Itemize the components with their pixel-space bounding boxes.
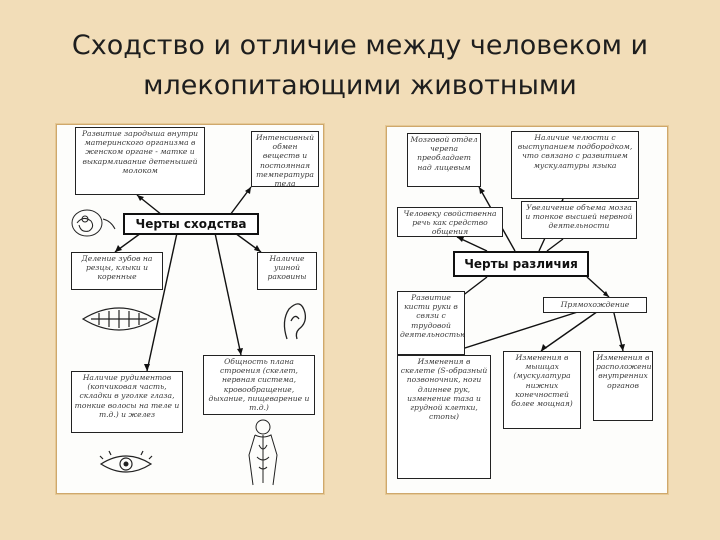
- box-internal-organs: Изменения в расположении внутренних орга…: [593, 351, 653, 421]
- box-skeleton-changes: Изменения в скелете (S-образный позвоноч…: [397, 355, 491, 479]
- slide-title: Сходство и отличие между человеком и мле…: [0, 26, 720, 106]
- box-structure: Общность плана строения (скелет, нервная…: [203, 355, 315, 415]
- box-chin: Наличие челюсти с выступанием подбородко…: [511, 131, 639, 199]
- box-ear: Наличие ушной раковины: [257, 252, 317, 290]
- box-speech: Человеку свойственна речь как средство о…: [397, 207, 503, 237]
- box-muscle-changes: Изменения в мышцах (мускулатура нижних к…: [503, 351, 581, 429]
- box-rudiments: Наличие рудиментов (копчиковая часть, ск…: [71, 371, 183, 433]
- box-upright-walking: Прямохождение: [543, 297, 647, 313]
- slide-title-line-2: млекопитающими животными: [143, 70, 577, 101]
- slide-title-line-1: Сходство и отличие между человеком и: [71, 30, 649, 61]
- ear-illustration: [283, 303, 307, 340]
- similarities-title: Черты сходства: [123, 213, 259, 235]
- box-metabolism: Интенсивный обмен веществ и постоянная т…: [251, 131, 319, 187]
- human-anatomy-illustration: [248, 419, 278, 486]
- embryo-illustration: [71, 209, 116, 237]
- box-teeth: Деление зубов на резцы, клыки и коренные: [71, 252, 163, 290]
- box-brain-volume: Увеличение объема мозга и тонкое высшей …: [521, 201, 637, 239]
- differences-diagram: Мозговой отдел черепа преобладает над ли…: [386, 126, 668, 494]
- box-skull-proportions: Мозговой отдел черепа преобладает над ли…: [407, 133, 481, 187]
- teeth-illustration: [81, 307, 157, 331]
- box-embryo-development: Развитие зародыша внутри материнского ор…: [75, 127, 205, 195]
- box-hand-development: Развитие кисти руки в связи с трудовой д…: [397, 291, 465, 355]
- differences-title: Черты различия: [453, 251, 589, 277]
- eye-illustration: [99, 450, 153, 473]
- similarities-diagram: Развитие зародыша внутри материнского ор…: [56, 124, 324, 494]
